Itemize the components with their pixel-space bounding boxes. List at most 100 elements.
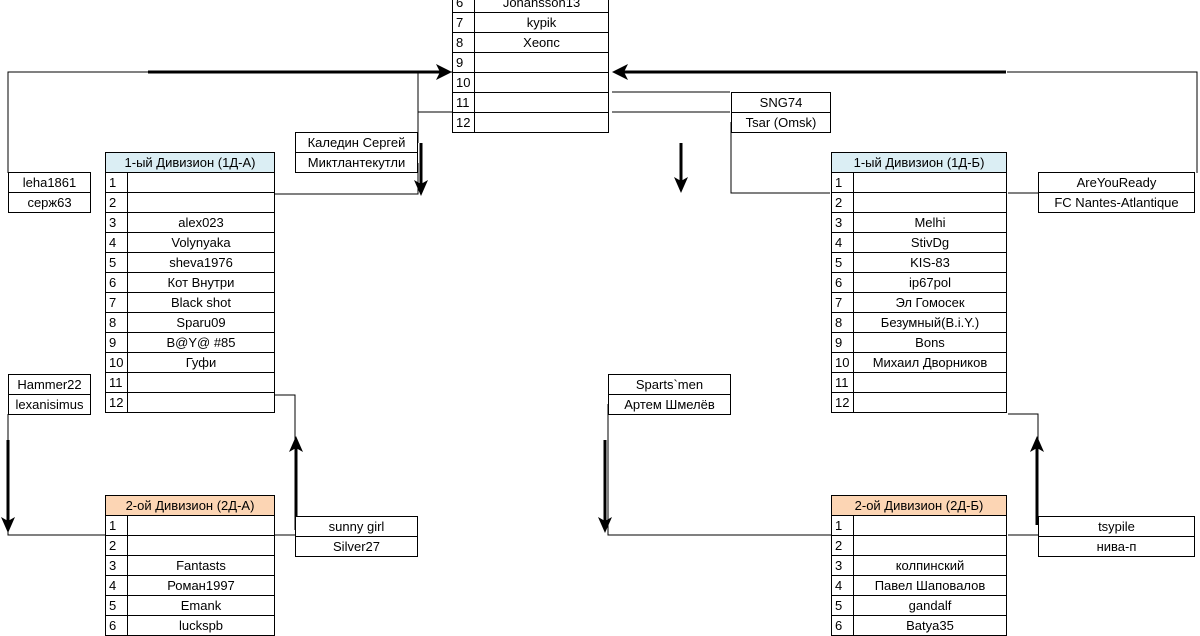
table-row: 2 bbox=[831, 192, 1007, 213]
rank-cell: 7 bbox=[831, 292, 854, 313]
rank-cell: 10 bbox=[105, 352, 128, 373]
promo-box-1: Каледин Сергей bbox=[295, 132, 418, 153]
rank-cell: 11 bbox=[105, 372, 128, 393]
mid-down-box-1: Sparts`men bbox=[608, 374, 731, 395]
player-name-cell: KIS-83 bbox=[853, 252, 1007, 273]
left-down-box-2: lexanisimus bbox=[8, 394, 91, 415]
rank-cell: 1 bbox=[105, 515, 128, 536]
player-name-cell: kypik bbox=[474, 12, 609, 33]
player-name-cell: Михаил Дворников bbox=[853, 352, 1007, 373]
player-name-cell bbox=[853, 372, 1007, 393]
promo-box-4: Tsar (Omsk) bbox=[731, 112, 831, 133]
table-row: 12 bbox=[105, 392, 275, 413]
table-row: 11 bbox=[831, 372, 1007, 393]
rank-cell: 11 bbox=[831, 372, 854, 393]
table-row: 1 bbox=[831, 515, 1007, 536]
player-name-cell: Кот Внутри bbox=[127, 272, 275, 293]
up-a-box-1: sunny girl bbox=[295, 516, 418, 537]
player-name-cell: Гуфи bbox=[127, 352, 275, 373]
player-name-cell: колпинский bbox=[853, 555, 1007, 576]
rank-cell: 8 bbox=[105, 312, 128, 333]
rank-cell: 9 bbox=[105, 332, 128, 353]
rank-cell: 12 bbox=[105, 392, 128, 413]
player-name-cell bbox=[853, 535, 1007, 556]
table-row: 2 bbox=[831, 535, 1007, 556]
player-name-cell bbox=[127, 192, 275, 213]
player-name-cell: alex023 bbox=[127, 212, 275, 233]
player-name-cell bbox=[127, 515, 275, 536]
rank-cell: 12 bbox=[452, 112, 475, 133]
rank-cell: 6 bbox=[105, 272, 128, 293]
rank-cell: 8 bbox=[831, 312, 854, 333]
rank-cell: 1 bbox=[831, 515, 854, 536]
rank-cell: 4 bbox=[831, 575, 854, 596]
table-row: 2 bbox=[105, 192, 275, 213]
left-down-box-1: Hammer22 bbox=[8, 374, 91, 395]
player-name-cell: Johansson13 bbox=[474, 0, 609, 13]
table-row: 1 bbox=[831, 172, 1007, 193]
rank-cell: 6 bbox=[831, 615, 854, 636]
player-name-cell bbox=[474, 52, 609, 73]
rank-cell: 1 bbox=[105, 172, 128, 193]
player-name-cell: sheva1976 bbox=[127, 252, 275, 273]
player-name-cell: Роман1997 bbox=[127, 575, 275, 596]
rank-cell: 8 bbox=[452, 32, 475, 53]
player-name-cell: Sparu09 bbox=[127, 312, 275, 333]
up-b-box-1: tsypile bbox=[1038, 516, 1195, 537]
player-name-cell: Black shot bbox=[127, 292, 275, 313]
player-name-cell bbox=[853, 392, 1007, 413]
player-name-cell bbox=[127, 392, 275, 413]
table-row: 11 bbox=[105, 372, 275, 393]
rank-cell: 3 bbox=[831, 555, 854, 576]
player-name-cell: Bons bbox=[853, 332, 1007, 353]
rank-cell: 4 bbox=[105, 232, 128, 253]
up-a-box-2: Silver27 bbox=[295, 536, 418, 557]
player-name-cell: Павел Шаповалов bbox=[853, 575, 1007, 596]
rank-cell: 2 bbox=[831, 192, 854, 213]
rank-cell: 3 bbox=[105, 555, 128, 576]
rank-cell: 10 bbox=[831, 352, 854, 373]
rank-cell: 5 bbox=[105, 595, 128, 616]
rank-cell: 2 bbox=[831, 535, 854, 556]
player-name-cell: Emank bbox=[127, 595, 275, 616]
player-name-cell bbox=[474, 92, 609, 113]
player-name-cell: gandalf bbox=[853, 595, 1007, 616]
rank-cell: 5 bbox=[831, 595, 854, 616]
promo-box-3: SNG74 bbox=[731, 92, 831, 113]
table-row: 2 bbox=[105, 535, 275, 556]
player-name-cell: ip67pol bbox=[853, 272, 1007, 293]
rank-cell: 4 bbox=[831, 232, 854, 253]
rank-cell: 11 bbox=[452, 92, 475, 113]
player-name-cell: Эл Гомосек bbox=[853, 292, 1007, 313]
player-name-cell: B@Y@ #85 bbox=[127, 332, 275, 353]
table-row: 10 bbox=[452, 72, 609, 93]
table-row: 12 bbox=[452, 112, 609, 133]
player-name-cell bbox=[853, 515, 1007, 536]
left-1a-box-1: leha1861 bbox=[8, 172, 91, 193]
rank-cell: 3 bbox=[831, 212, 854, 233]
